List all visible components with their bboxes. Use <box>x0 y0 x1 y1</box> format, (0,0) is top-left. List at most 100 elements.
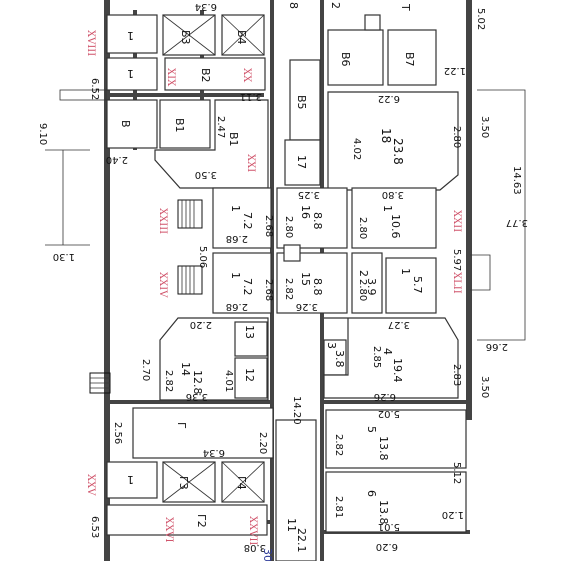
room-label: Б4 <box>235 30 248 45</box>
dimension-label: 3.77 <box>506 217 528 228</box>
room-area: 8.8 <box>311 278 324 296</box>
room-label: 13 <box>243 325 256 339</box>
dimension-label: 5.01 <box>378 521 400 532</box>
room-area: 12.8 <box>191 370 204 395</box>
dimension-label: 9.10 <box>37 123 48 145</box>
room-17 <box>284 139 321 186</box>
dimension-label: 2.68 <box>263 215 274 237</box>
dimension-label: 2.68 <box>226 301 248 312</box>
room-v1a <box>159 99 211 149</box>
dim-line-2 <box>45 149 90 246</box>
dimension-label: 2.20 <box>257 432 268 454</box>
dimension-label: 3.50 <box>479 376 490 398</box>
dim-right <box>477 89 526 341</box>
dimension-label: 2.20 <box>190 319 212 330</box>
room-2 <box>351 252 383 314</box>
room-small <box>364 14 381 31</box>
dimension-label: 2.56 <box>112 422 123 444</box>
room-1c <box>212 187 272 249</box>
dimension-label: 2.81 <box>333 496 344 518</box>
room-area: 3.9 <box>365 278 378 296</box>
room-18 <box>327 91 459 191</box>
duct <box>283 244 301 262</box>
room-area: 10.6 <box>389 214 402 239</box>
dimension-label: 2.82 <box>163 370 174 392</box>
room-area: 22.1 <box>295 528 308 553</box>
room-v7 <box>387 29 437 86</box>
dimension-label: 2.66 <box>486 341 508 352</box>
dimension-label: 3.27 <box>388 319 410 330</box>
room-label: В7 <box>403 52 416 67</box>
room-label: Г3 <box>177 476 190 490</box>
room-label: 2 <box>357 270 370 277</box>
room-label: В5 <box>295 95 308 110</box>
dimension-label: 4.01 <box>223 370 234 392</box>
dimension-label: 5.02 <box>475 8 486 30</box>
room-6 <box>325 471 467 533</box>
roman-numeral: XX <box>241 68 252 83</box>
dimension-label: 2.80 <box>357 279 368 301</box>
roman-numeral: XXIII <box>157 208 168 234</box>
dimension-label: 3.25 <box>298 189 320 200</box>
roman-numeral: XXVI <box>163 517 174 542</box>
room-area: 7.2 <box>241 212 254 230</box>
room-v2 <box>164 57 266 91</box>
roman-numeral: XXI <box>245 154 256 172</box>
dimension-label: 2.82 <box>333 434 344 456</box>
room-v5 <box>289 59 321 141</box>
dimension-label: 5.97 <box>451 249 462 271</box>
room-5 <box>325 409 467 469</box>
dimension-label: 14.20 <box>291 396 302 425</box>
room-label: 14 <box>179 362 192 376</box>
room-label: 1 <box>229 205 242 212</box>
room-label: В6 <box>339 52 352 67</box>
partial-label: 30 <box>261 548 274 561</box>
roman-numeral: XLII <box>451 272 462 294</box>
room-label: 15 <box>299 272 312 286</box>
dimension-label: 6.34 <box>195 1 217 12</box>
roman-numeral: XXIV <box>157 272 168 298</box>
room-label: 3 <box>325 342 338 349</box>
dimension-label: 3.08 <box>244 542 266 553</box>
room-label: 1 <box>127 473 134 486</box>
room-4 <box>323 317 459 399</box>
dimension-label: 2.80 <box>357 217 368 239</box>
room-label: В1 <box>227 132 240 147</box>
room-label: 1 <box>399 268 412 275</box>
dimension-labels: 6.34 3.11 2.47 2.40 6.52 9.10 1.30 3.50 … <box>37 1 528 553</box>
room-label: В1 <box>173 118 186 133</box>
dimension-label: 3.11 <box>240 91 262 102</box>
room-labels: 1 Б3 Б4 1 В2 В В1 В1 В5 В6 В7 18 23.8 17… <box>119 29 424 553</box>
dimension-label: 1.30 <box>53 251 75 262</box>
roman-numeral: XXVII <box>247 516 258 545</box>
room-area: 19.4 <box>391 358 404 383</box>
room-label: 4 <box>381 348 394 355</box>
dimension-label: 6.26 <box>374 391 396 402</box>
dimension-label: 3.50 <box>195 169 217 180</box>
stairs-xxiv <box>177 265 203 295</box>
room-v6 <box>327 29 384 86</box>
room-area: 5.7 <box>411 276 424 294</box>
dimension-label: 2.68 <box>263 279 274 301</box>
dimension-label: 5.06 <box>197 246 208 268</box>
room-13 <box>234 321 268 357</box>
room-1b <box>106 57 158 91</box>
room-label: Г <box>175 422 188 429</box>
dimension-label: 6.52 <box>89 78 100 100</box>
room-v1b <box>154 99 269 189</box>
room-area: 13.8 <box>377 436 390 461</box>
dimension-label: 2.85 <box>371 346 382 368</box>
room-label: 1 <box>381 205 394 212</box>
dimension-label: 2.68 <box>226 233 248 244</box>
room-area: 13.8 <box>377 500 390 525</box>
room-label: 1 <box>127 29 134 42</box>
room-1a <box>106 14 158 54</box>
room-15 <box>276 252 348 314</box>
dimension-label: 4.02 <box>351 138 362 160</box>
dimension-label: 14.63 <box>511 166 522 195</box>
room-label: 17 <box>295 155 308 169</box>
room-label: 18 <box>379 128 393 143</box>
dimension-label: 1.22 <box>444 65 466 76</box>
partial-label: 2 <box>329 2 342 9</box>
